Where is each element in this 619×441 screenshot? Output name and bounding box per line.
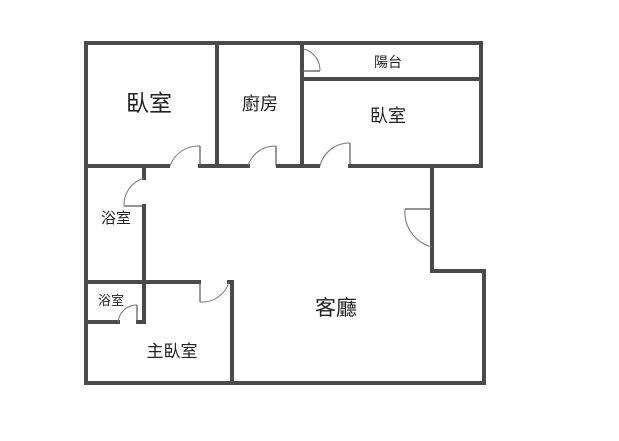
room-label-master-bedroom: 主臥室 xyxy=(147,342,198,362)
outer-walls xyxy=(84,41,486,385)
door-bedroom-nw xyxy=(169,145,201,167)
room-label-bedroom-nw: 臥室 xyxy=(126,91,172,117)
door-bathroom-lower xyxy=(117,304,138,323)
door-entrance xyxy=(404,208,433,248)
room-label-bathroom-upper: 浴室 xyxy=(101,209,131,227)
interior-walls xyxy=(84,41,483,385)
door-balcony xyxy=(302,48,321,72)
door-bedroom-ne xyxy=(319,142,351,167)
door-bathroom-upper xyxy=(123,177,145,207)
door-master-bedroom xyxy=(199,281,230,303)
room-label-balcony: 陽台 xyxy=(374,55,402,71)
door-kitchen xyxy=(247,145,277,167)
room-label-living-room: 客廳 xyxy=(315,296,357,320)
room-label-bathroom-lower: 浴室 xyxy=(98,293,124,309)
room-label-kitchen: 廚房 xyxy=(242,93,278,115)
room-label-bedroom-ne: 臥室 xyxy=(370,106,406,127)
